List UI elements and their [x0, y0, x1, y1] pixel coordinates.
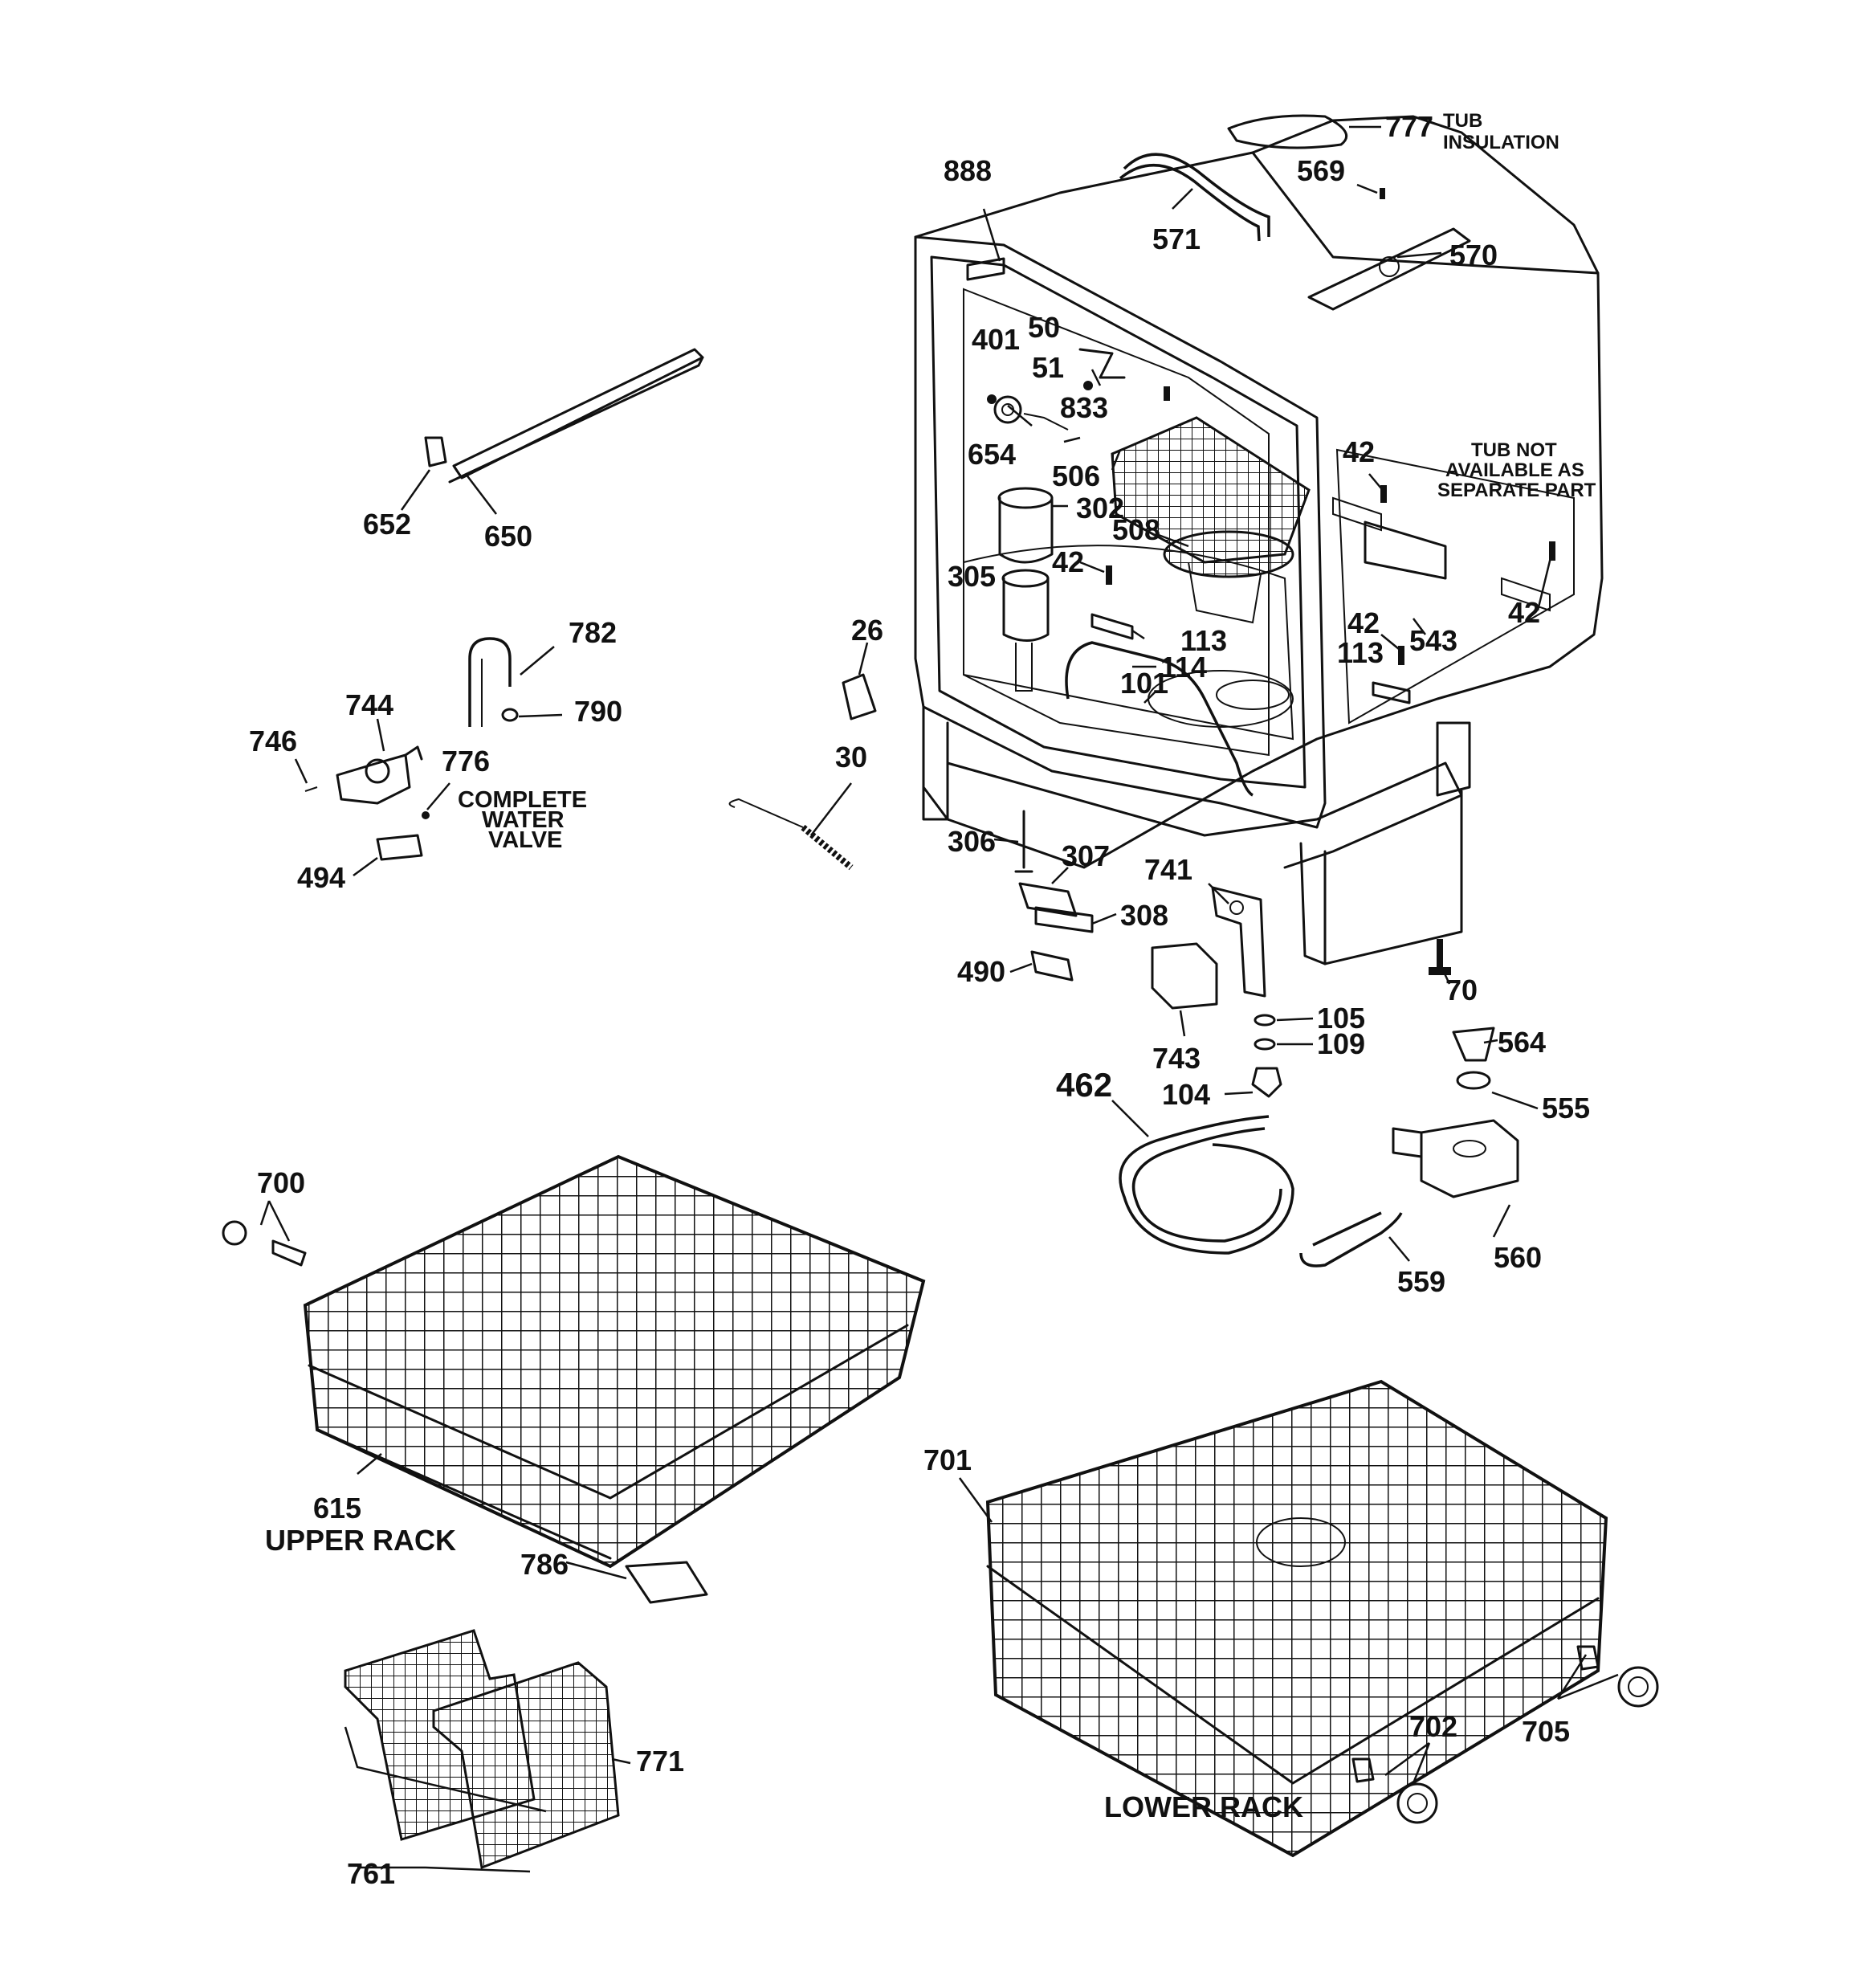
silverware-baskets [344, 1629, 620, 1870]
door-latch-parts [1018, 882, 1094, 982]
label-306: 306 [948, 825, 996, 858]
label-42a: 42 [1052, 545, 1084, 578]
label-113b: 113 [1337, 636, 1384, 669]
tube-782 [468, 637, 512, 727]
label-494: 494 [297, 861, 345, 894]
label-543: 543 [1409, 624, 1457, 657]
label-401: 401 [972, 323, 1020, 356]
clip-786 [625, 1561, 708, 1604]
captions: UPPER RACK LOWER RACK [265, 1524, 1303, 1823]
label-782: 782 [569, 616, 617, 649]
rack-rail [424, 348, 704, 484]
note-tub-not-1: TUB NOT [1471, 439, 1557, 461]
label-104: 104 [1162, 1078, 1210, 1111]
label-51: 51 [1032, 351, 1064, 384]
label-700: 700 [257, 1166, 305, 1199]
label-888: 888 [944, 154, 992, 187]
label-50: 50 [1028, 311, 1060, 344]
label-462: 462 [1056, 1066, 1112, 1104]
label-761: 761 [347, 1857, 395, 1890]
label-771: 771 [636, 1745, 684, 1778]
label-786: 786 [520, 1548, 569, 1581]
hose-559 [1299, 1212, 1403, 1268]
label-70: 70 [1445, 974, 1478, 1006]
label-42c: 42 [1508, 596, 1540, 629]
label-650: 650 [484, 520, 532, 553]
notes: TUB INSULATION TUB NOT AVAILABLE AS SEPA… [458, 110, 1596, 853]
dishwasher-tub [914, 114, 1604, 965]
label-652: 652 [363, 508, 411, 541]
label-305: 305 [948, 560, 996, 593]
label-559: 559 [1397, 1265, 1445, 1298]
label-114: 114 [1160, 651, 1207, 684]
note-water-valve-3: VALVE [488, 827, 562, 853]
label-508: 508 [1112, 513, 1160, 546]
label-776: 776 [442, 745, 490, 778]
label-790: 790 [574, 695, 622, 728]
label-701: 701 [923, 1443, 972, 1476]
note-water-valve-1: COMPLETE [458, 787, 587, 813]
label-26: 26 [851, 614, 883, 647]
label-702: 702 [1409, 1710, 1457, 1743]
label-308: 308 [1120, 899, 1168, 932]
caption-lower-rack: LOWER RACK [1104, 1790, 1303, 1823]
note-tub-not-3: SEPARATE PART [1437, 480, 1596, 501]
rollers-700 [222, 1220, 307, 1267]
label-654: 654 [968, 438, 1016, 471]
label-101: 101 [1120, 667, 1168, 700]
drain-pump-560 [1420, 1119, 1519, 1198]
label-506: 506 [1052, 459, 1100, 492]
label-555: 555 [1542, 1092, 1590, 1125]
label-302: 302 [1076, 492, 1124, 525]
label-746: 746 [249, 725, 297, 757]
upper-rack [303, 1154, 926, 1569]
note-tub-insulation-1: TUB [1443, 110, 1482, 132]
leg-70 [1429, 939, 1451, 975]
label-743: 743 [1152, 1042, 1201, 1075]
rack-wheels [1351, 1645, 1659, 1824]
spring-30 [728, 798, 804, 828]
label-570: 570 [1449, 239, 1498, 271]
label-113a: 113 [1180, 624, 1227, 657]
screw-306 [1014, 810, 1033, 873]
relay-743 [1151, 942, 1218, 1010]
label-571: 571 [1152, 222, 1201, 255]
water-valve [336, 745, 423, 861]
label-560: 560 [1494, 1241, 1542, 1274]
label-564: 564 [1498, 1026, 1546, 1059]
bracket-26 [842, 673, 877, 720]
label-833: 833 [1060, 391, 1108, 424]
label-777: 777 [1385, 110, 1433, 143]
label-741: 741 [1144, 853, 1192, 886]
label-105: 105 [1317, 1002, 1365, 1035]
part-number-labels: 777 569 888 571 570 401 50 51 833 654 50… [249, 110, 1590, 1890]
note-water-valve-2: WATER [482, 807, 565, 833]
caption-upper-rack: UPPER RACK [265, 1524, 456, 1557]
label-42b: 42 [1343, 435, 1375, 468]
label-307: 307 [1062, 839, 1110, 872]
label-490: 490 [957, 955, 1005, 988]
label-705: 705 [1522, 1715, 1570, 1748]
leader-lines [259, 125, 1619, 1873]
label-569: 569 [1297, 154, 1345, 187]
lower-rack [985, 1379, 1608, 1858]
label-42d: 42 [1347, 606, 1380, 639]
label-109: 109 [1317, 1027, 1365, 1060]
note-tub-insulation-2: INSULATION [1443, 132, 1559, 153]
bracket-741 [1211, 886, 1266, 998]
hose-462 [1119, 1115, 1294, 1255]
note-tub-not-2: AVAILABLE AS [1445, 459, 1584, 481]
label-615: 615 [313, 1492, 361, 1525]
label-30: 30 [835, 741, 867, 774]
label-744: 744 [345, 688, 393, 721]
